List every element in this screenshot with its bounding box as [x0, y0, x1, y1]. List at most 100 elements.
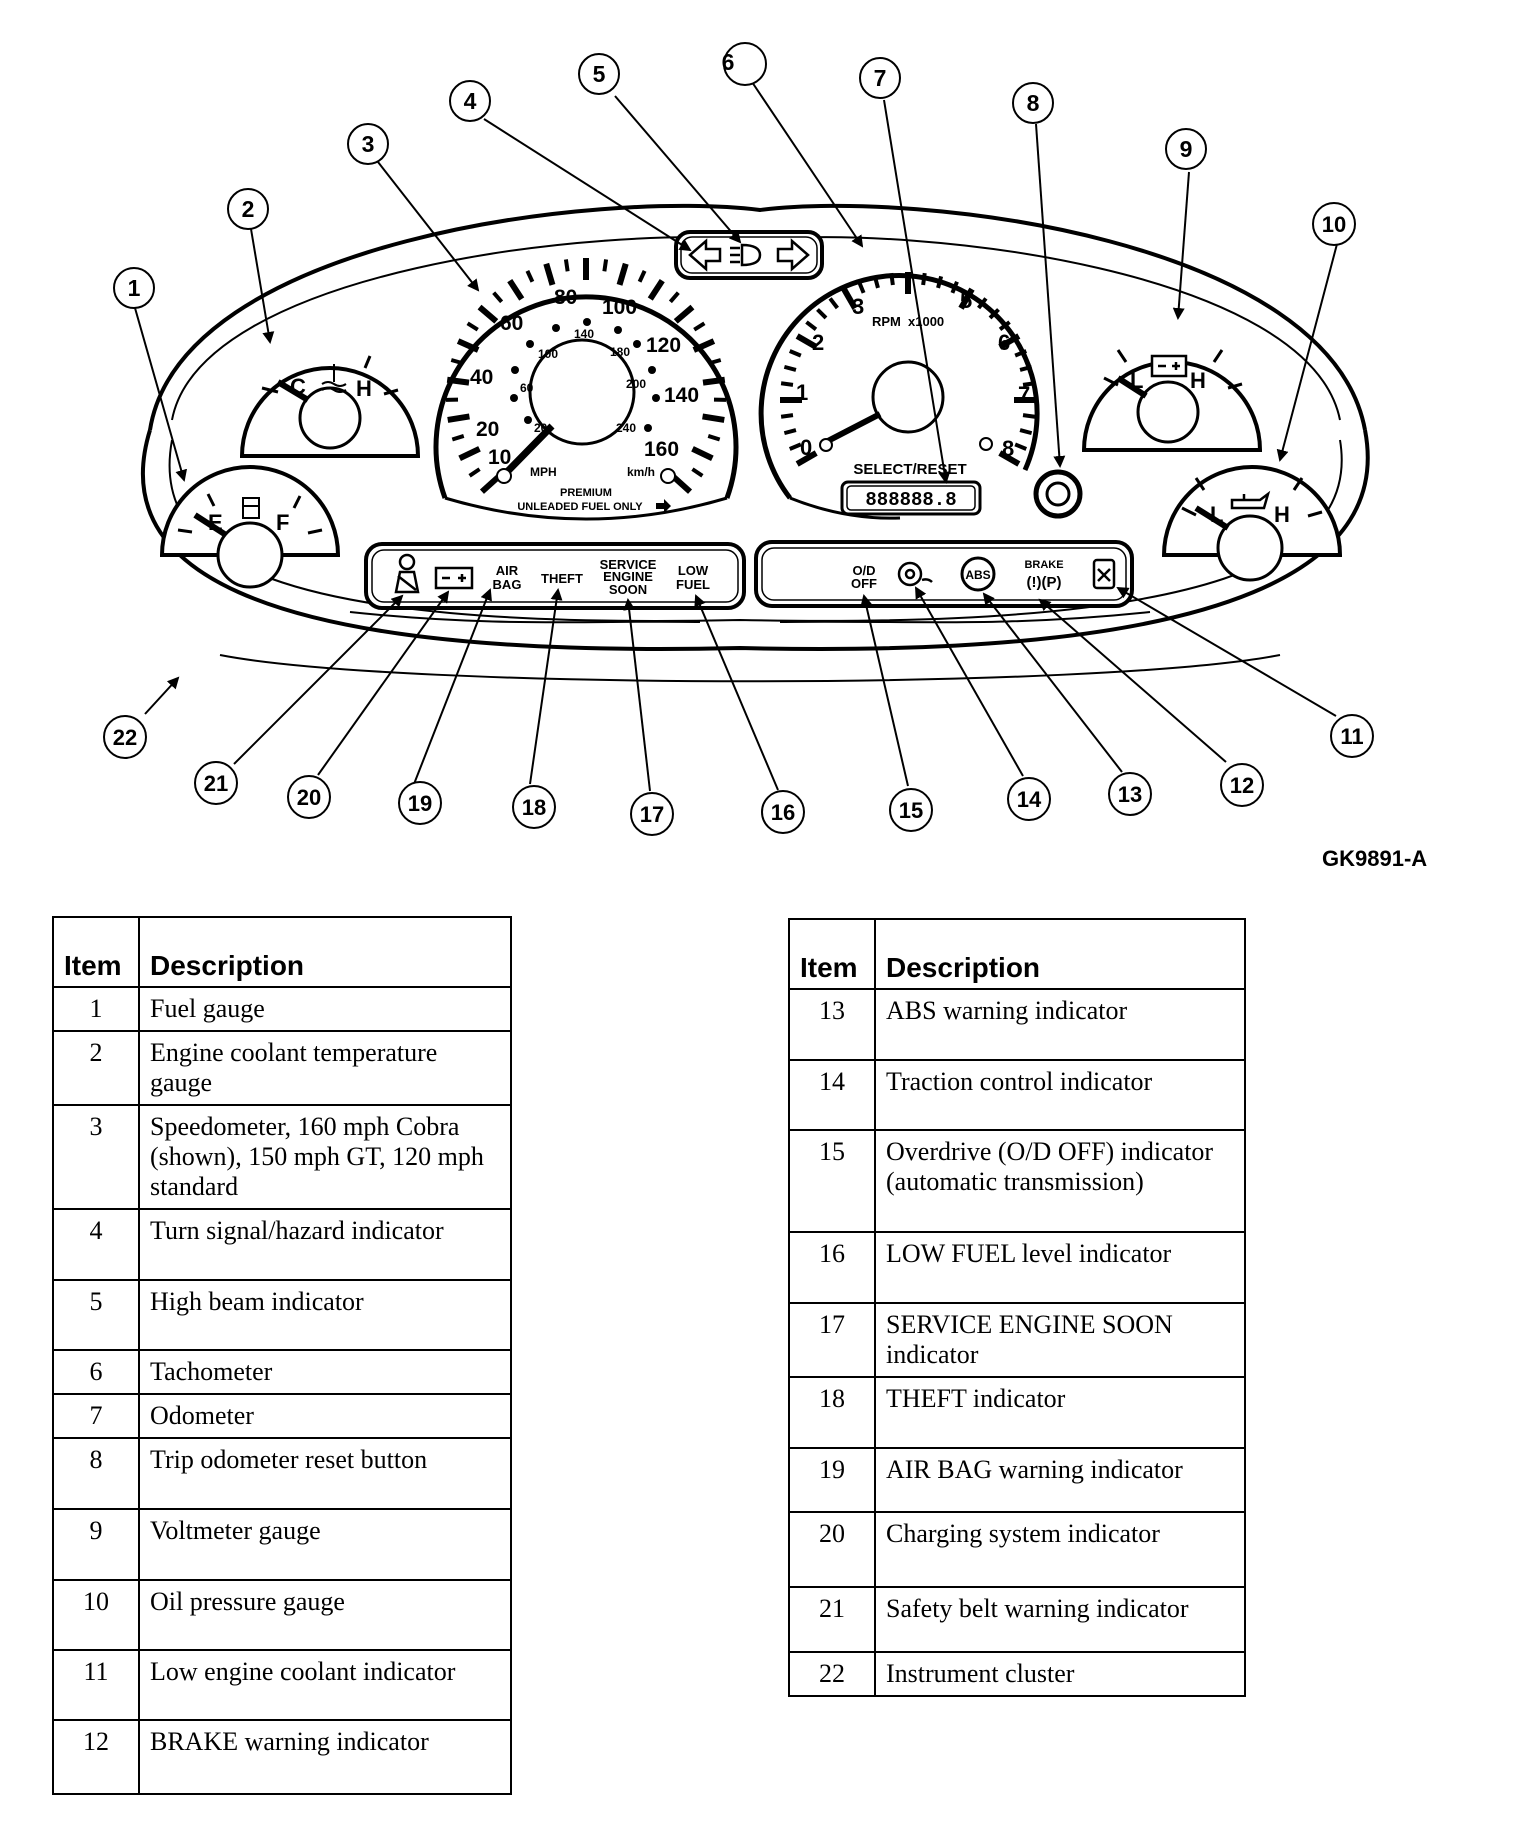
description-column-header: Description: [138, 916, 512, 988]
callout-6: 6: [722, 49, 735, 75]
item-description: Overdrive (O/D OFF) indicator (automatic…: [874, 1129, 1246, 1233]
speedometer-tick-mark: [446, 376, 470, 386]
tachometer-tick-mark: [816, 308, 828, 320]
left-arrow-icon: [688, 238, 722, 272]
trip-reset-button[interactable]: [1033, 469, 1083, 519]
brake-symbol: (!)(P): [1027, 574, 1062, 591]
speedometer-tick-mark: [525, 270, 535, 283]
tachometer-tick-mark: [921, 272, 927, 286]
tachometer-tick-3: 3: [852, 294, 864, 319]
tachometer-tick-0: 0: [800, 435, 812, 460]
tachometer-tick-mark: [780, 413, 794, 419]
item-number: 19: [788, 1447, 876, 1513]
speedometer-tick-mark: [708, 358, 722, 366]
speedometer-tick-mark: [702, 413, 725, 423]
fuel-gauge-empty-label: E: [208, 510, 223, 535]
safety-belt-icon: [394, 553, 420, 594]
tachometer-tick-mark: [958, 287, 975, 310]
callout-11: 11: [1340, 724, 1363, 749]
speedometer-mph-120: 120: [646, 334, 681, 357]
lowfuel-label-line2: FUEL: [676, 577, 710, 592]
speedometer-tick-mark: [563, 259, 570, 272]
brake-label: BRAKE: [1024, 559, 1063, 571]
speedometer-tick-mark: [692, 338, 716, 353]
speedometer-tick-mark: [691, 467, 704, 478]
item-number: 21: [788, 1586, 876, 1653]
speedometer-tick-mark: [702, 376, 726, 386]
item-description: Instrument cluster: [874, 1651, 1246, 1697]
service-label-line2: ENGINE: [603, 569, 653, 584]
voltmeter-gauge: L H: [1081, 349, 1263, 452]
tachometer-tick-2: 2: [812, 330, 824, 355]
item-description: Voltmeter gauge: [138, 1508, 512, 1581]
item-number: 3: [52, 1104, 140, 1210]
speedometer-unit-kmh: km/h: [627, 465, 655, 479]
item-description: Fuel gauge: [138, 986, 512, 1032]
tachometer-tick-mark: [872, 275, 880, 289]
callout-4: 4: [464, 88, 477, 114]
item-description: BRAKE warning indicator: [138, 1719, 512, 1795]
item-description: High beam indicator: [138, 1279, 512, 1351]
speedometer-tick-mark: [671, 474, 693, 494]
item-number: 1: [52, 986, 140, 1032]
turn-highbeam-indicator-panel: [674, 230, 824, 280]
oil-pressure-gauge: L H: [1161, 465, 1343, 582]
item-description: Tachometer: [138, 1349, 512, 1395]
item-number: 8: [52, 1437, 140, 1510]
item-number: 14: [788, 1059, 876, 1131]
speedometer-tick-mark: [543, 262, 556, 286]
od-off-label-line1: O/D: [852, 563, 875, 578]
speedometer-kmh-180: 180: [610, 345, 630, 359]
item-description: Turn signal/hazard indicator: [138, 1208, 512, 1281]
speedometer-tick-mark: [637, 270, 647, 283]
legend-header-row: Item Description: [788, 918, 1246, 990]
speedometer-fuel-note-2: UNLEADED FUEL ONLY: [517, 501, 643, 513]
item-column-header: Item: [788, 918, 876, 990]
tachometer-tick-mark: [795, 333, 818, 350]
tachometer: 0 1 2 3 5 6 7 8 RPM x1000 SELECT/RESET 8…: [758, 272, 1040, 520]
oil-can-icon: [1230, 490, 1271, 510]
item-description: Odometer: [138, 1393, 512, 1439]
item-number: 7: [52, 1393, 140, 1439]
speedometer-tick-mark: [450, 358, 464, 366]
tachometer-tick-mark: [998, 320, 1011, 331]
speedometer-mph-10: 10: [488, 446, 511, 469]
speedometer-fuel-note-1: PREMIUM: [560, 487, 612, 499]
speedometer-mph-100: 100: [602, 296, 637, 319]
speedometer: 10 20 40 60 80 100 120 140 160 20 60 100…: [433, 258, 739, 521]
voltmeter-low-label: L: [1130, 368, 1143, 393]
tachometer-tick-mark: [950, 280, 959, 294]
speedometer-dots: [510, 318, 660, 432]
speedometer-unit-mph: MPH: [530, 465, 557, 479]
tachometer-unit: RPM: [872, 314, 901, 329]
thermometer-icon: [321, 364, 347, 393]
item-description: Engine coolant temperature gauge: [138, 1030, 512, 1106]
item-number: 9: [52, 1508, 140, 1581]
tachometer-tick-mark: [1022, 381, 1036, 387]
speedometer-kmh-140: 140: [574, 327, 594, 341]
tachometer-tick-mark: [988, 308, 1000, 320]
odometer-digits: 888888.8: [865, 489, 956, 511]
low-coolant-icon: [1092, 558, 1116, 590]
speedometer-kmh-20: 20: [534, 421, 548, 435]
item-description: Trip odometer reset button: [138, 1437, 512, 1510]
tachometer-tick-mark: [857, 280, 866, 294]
item-number: 13: [788, 988, 876, 1061]
callout-15: 15: [899, 798, 923, 823]
tachometer-tick-mark: [805, 320, 818, 331]
fuel-gauge-full-label: F: [276, 510, 289, 535]
item-number: 15: [788, 1129, 876, 1233]
speedometer-mph-60: 60: [500, 312, 523, 335]
